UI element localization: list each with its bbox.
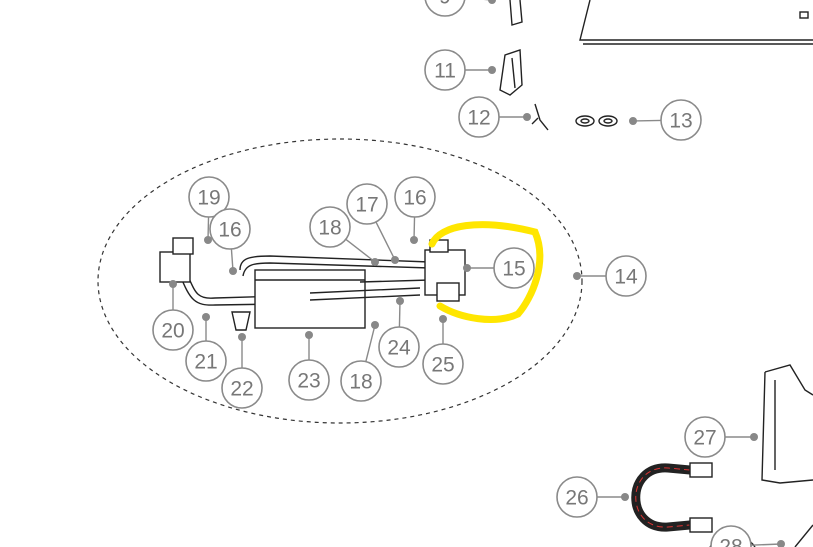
callout-number: 23 <box>297 370 320 393</box>
leader-dot <box>621 493 629 501</box>
callout-number: 15 <box>502 258 525 281</box>
assembly-group-outline <box>97 138 583 424</box>
callout-circle <box>152 309 194 351</box>
callout-number: 24 <box>387 337 411 360</box>
callout-circle <box>605 255 647 297</box>
side-housing-part <box>761 364 813 484</box>
leader-dot <box>371 321 379 329</box>
housing-part <box>579 0 813 45</box>
leader-dot <box>777 540 785 547</box>
callout-number: 22 <box>230 378 253 401</box>
callout-circle <box>710 525 752 547</box>
leader-dot <box>750 433 758 441</box>
callout-circle <box>188 176 230 218</box>
callout-number: 21 <box>194 351 217 374</box>
leader-line <box>345 238 376 263</box>
callout-22: 22 <box>221 333 263 409</box>
callout-11: 11 <box>424 49 496 91</box>
leader-dot <box>463 264 471 272</box>
leader-dot <box>523 113 531 121</box>
callout-circle <box>288 359 330 401</box>
callout-number: 26 <box>565 487 588 510</box>
leader-dot <box>204 236 212 244</box>
callout-circle <box>660 99 702 141</box>
callout-number: 18 <box>349 371 372 394</box>
leader-dot <box>202 313 210 321</box>
callout-number: 19 <box>197 187 220 210</box>
callout-number: 25 <box>431 354 454 377</box>
callout-circle <box>221 367 263 409</box>
leader-dot <box>169 280 177 288</box>
leader-dot <box>629 117 637 125</box>
drain-hose-part <box>631 462 713 533</box>
callout-circle <box>340 360 382 402</box>
callout-circle <box>209 208 251 250</box>
callout-21: 21 <box>185 313 227 382</box>
callout-circle <box>493 247 535 289</box>
callout-23: 23 <box>288 331 330 401</box>
leader-dot <box>488 0 496 4</box>
callout-13: 13 <box>629 99 702 141</box>
callout-number: 17 <box>355 194 378 217</box>
callout-number: 20 <box>161 320 184 343</box>
leader-dot <box>410 236 418 244</box>
water-valve-assembly <box>159 237 466 331</box>
callout-circle <box>458 96 500 138</box>
clip-part <box>531 103 549 131</box>
callout-circle <box>684 416 726 458</box>
callout-20: 20 <box>152 280 194 351</box>
callout-9: 9 <box>424 0 496 17</box>
callout-circle <box>422 343 464 385</box>
callout-circle <box>424 49 466 91</box>
callout-number: 12 <box>467 107 490 130</box>
callout-28: 28 <box>710 525 785 547</box>
callout-12: 12 <box>458 96 531 138</box>
callout-27: 27 <box>684 416 758 458</box>
leader-dot <box>305 331 313 339</box>
leader-dot <box>439 315 447 323</box>
callout-circle <box>378 326 420 368</box>
callout-number: 16 <box>218 219 241 242</box>
callout-number: 28 <box>719 536 742 547</box>
leader-dot <box>396 297 404 305</box>
callout-14: 14 <box>573 255 647 297</box>
callout-circle <box>394 176 436 218</box>
leader-dot <box>238 333 246 341</box>
callout-25: 25 <box>422 315 464 385</box>
callout-number: 9 <box>439 0 451 9</box>
callout-number: 16 <box>403 187 426 210</box>
callout-16: 16 <box>394 176 436 244</box>
callout-18: 18 <box>309 206 379 266</box>
callout-17: 17 <box>346 183 399 264</box>
callout-number: 18 <box>318 217 341 240</box>
callout-circle <box>424 0 466 17</box>
leader-line <box>632 119 662 122</box>
callout-circle <box>185 340 227 382</box>
leader-dot <box>488 66 496 74</box>
callout-19: 19 <box>188 176 230 244</box>
leader-dot <box>391 256 399 264</box>
callout-24: 24 <box>378 297 420 368</box>
washers-part <box>575 115 618 127</box>
leader-line <box>375 221 396 261</box>
callout-number: 27 <box>693 427 716 450</box>
callout-number: 13 <box>669 110 692 133</box>
bracket-part <box>499 0 523 96</box>
callout-circle <box>556 476 598 518</box>
leader-line <box>750 543 782 546</box>
callout-circle <box>309 206 351 248</box>
callout-16: 16 <box>209 208 251 275</box>
callout-circle <box>346 183 388 225</box>
highlight-mark <box>428 221 544 323</box>
callout-number: 14 <box>614 266 638 289</box>
callout-15: 15 <box>463 247 535 289</box>
leader-line <box>365 324 376 362</box>
leader-line <box>398 300 401 328</box>
callout-number: 11 <box>434 60 456 83</box>
leader-dot <box>229 267 237 275</box>
leader-dot <box>371 258 379 266</box>
leader-dot <box>573 272 581 280</box>
callout-18: 18 <box>340 321 382 402</box>
callout-26: 26 <box>556 476 629 518</box>
